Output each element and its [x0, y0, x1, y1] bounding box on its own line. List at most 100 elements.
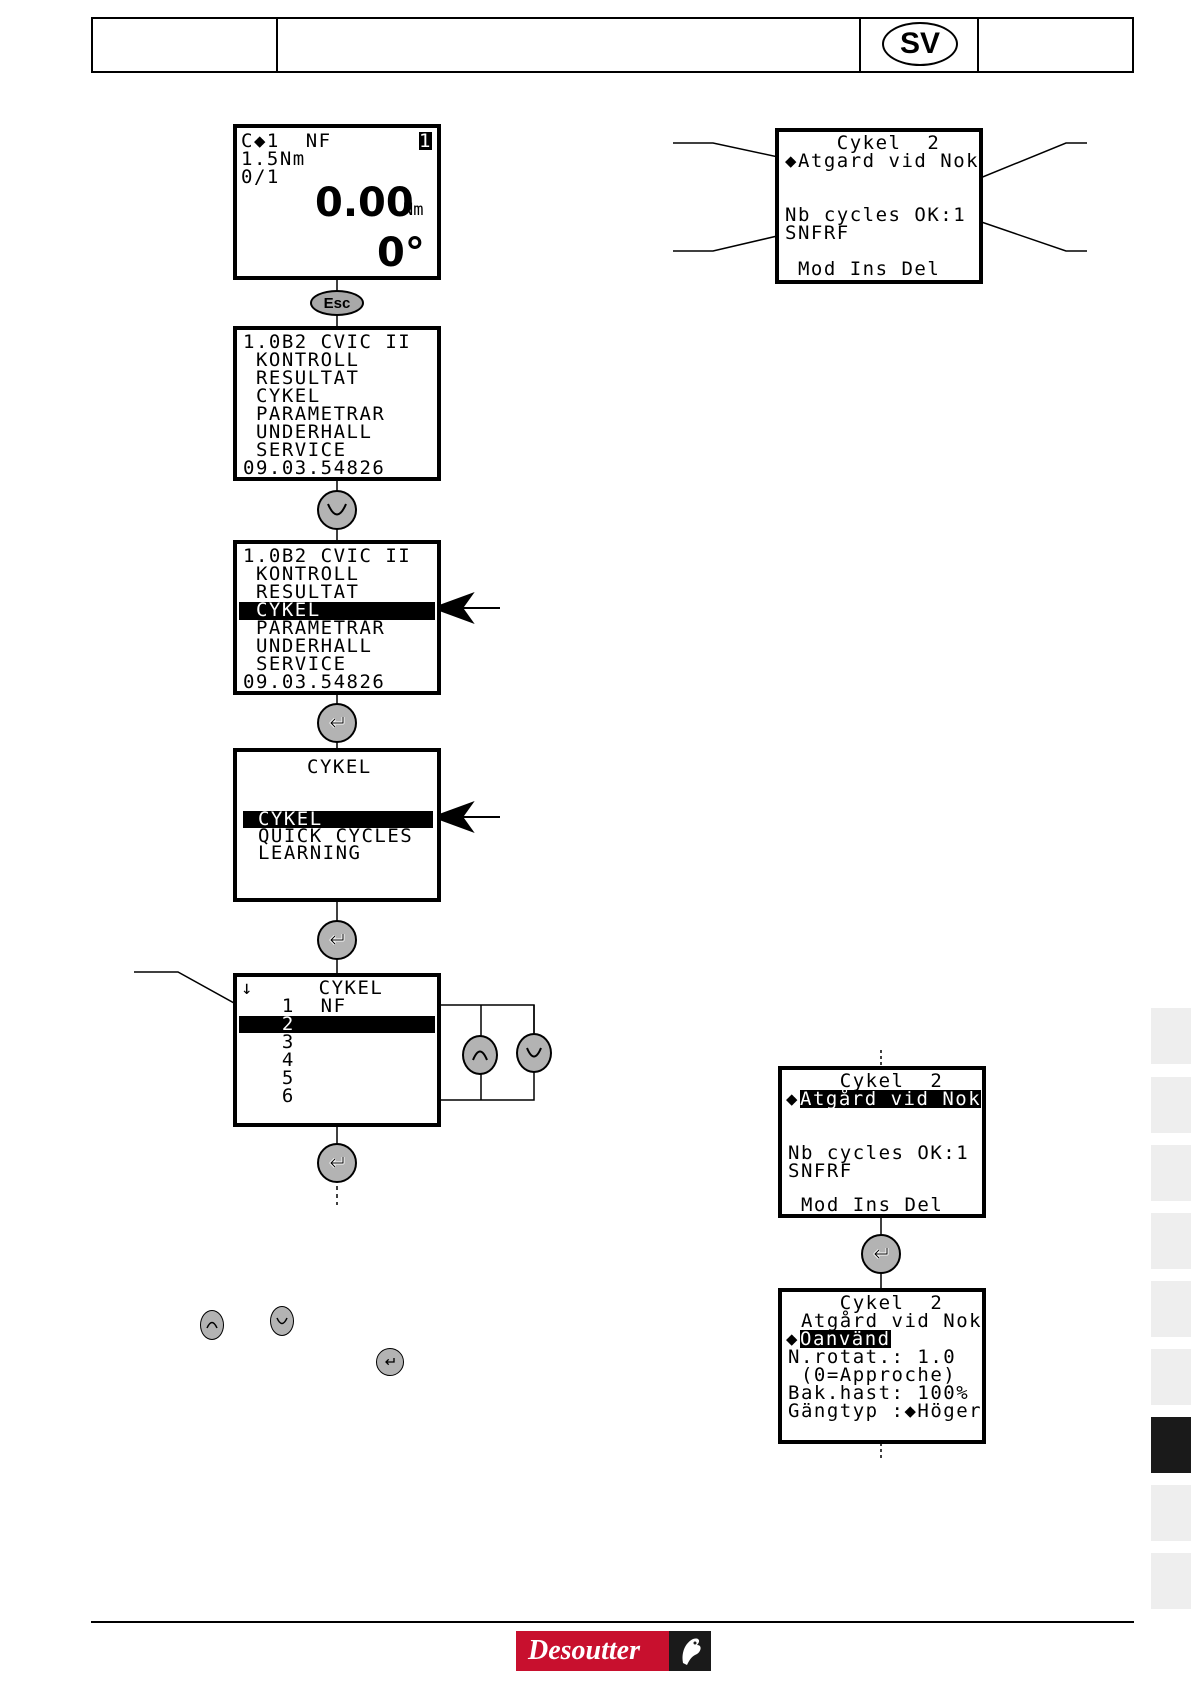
enter-arrow-icon [873, 1248, 889, 1260]
lcd-cycle-detail-selected: Cykel 2 ◆ Atgård vid Nok Nb cycles OK:1 … [778, 1066, 986, 1218]
lcd-line: (0=Approche) [788, 1364, 957, 1386]
lcd-run-screen: C◆1 NF 1 1.5Nm 0/1 0.00 Nm 0° [233, 124, 441, 280]
lcd-line: PARAMETRAR [243, 617, 386, 639]
language-badge: SV [882, 22, 958, 66]
lcd-line: Nb cycles OK:1 [788, 1142, 970, 1164]
side-tab-active[interactable] [1151, 1417, 1191, 1473]
lcd-corner: 1 [419, 130, 432, 152]
header-divider [276, 19, 278, 71]
side-tab[interactable] [1151, 1553, 1191, 1609]
side-tab[interactable] [1151, 1485, 1191, 1541]
lcd-footer: Mod Ins Del [788, 1194, 944, 1216]
lcd-line: 1.0B2 CVIC II [243, 331, 412, 353]
lcd-line: RESULTAT [243, 581, 360, 603]
lcd-cycle-parameters: Cykel 2 Atgård vid Nok ◆ Oanvänd N.rotat… [778, 1288, 986, 1444]
lcd-line: SNFRF [785, 222, 850, 244]
header-divider [977, 19, 979, 71]
down-button[interactable] [317, 490, 357, 530]
lcd-main-menu-selected: 1.0B2 CVIC II KONTROLL RESULTAT CYKEL PA… [233, 540, 441, 695]
lcd-line: 09.03.54826 H2 [243, 671, 441, 693]
up-button[interactable] [462, 1035, 498, 1075]
esc-label: Esc [323, 294, 351, 312]
lcd-line: Atgård vid Nok [788, 1310, 983, 1332]
lcd-line-selected[interactable]: Oanvänd [800, 1328, 891, 1350]
lcd-line: QUICK CYCLES [245, 825, 414, 847]
lcd-line: C◆1 NF [241, 130, 332, 152]
lcd-line: Gängtyp :◆Höger [788, 1400, 983, 1422]
lcd-line: N.rotat.: 1.0 [788, 1346, 957, 1368]
enter-button[interactable] [317, 920, 357, 960]
lcd-line: 5 [243, 1067, 295, 1089]
chevron-up-icon [206, 1321, 218, 1329]
lcd-line: 0/1 [241, 166, 280, 188]
chevron-down-icon [526, 1047, 542, 1058]
brand-logo: Desoutter [516, 1631, 711, 1671]
lcd-line-selected[interactable]: CYKEL [243, 599, 321, 621]
enter-button[interactable] [317, 1143, 357, 1183]
lcd-line: UNDERHALL [243, 635, 373, 657]
lcd-line: CYKEL [243, 385, 321, 407]
enter-button-legend [376, 1348, 404, 1376]
side-tab[interactable] [1151, 1008, 1191, 1064]
lcd-main-menu: 1.0B2 CVIC II KONTROLL RESULTAT CYKEL PA… [233, 326, 441, 481]
angle-value: 0° [377, 230, 425, 276]
enter-arrow-icon [329, 1157, 345, 1169]
language-code: SV [899, 27, 941, 60]
side-tab[interactable] [1151, 1349, 1191, 1405]
chevron-down-icon [276, 1317, 288, 1325]
lcd-title: CYKEL [307, 756, 372, 778]
lcd-line: KONTROLL [243, 563, 360, 585]
lcd-line: ◆Atgard vid Nok [785, 150, 980, 172]
selector-marker: ◆ [786, 1088, 799, 1110]
esc-button[interactable]: Esc [310, 290, 364, 316]
selector-marker: ◆ [786, 1328, 799, 1350]
lcd-line: Bak.hast: 100% [788, 1382, 970, 1404]
bird-icon [669, 1631, 711, 1671]
lcd-cycle-detail: Cykel 2 ◆Atgard vid Nok Nb cycles OK:1 S… [775, 128, 983, 284]
enter-button[interactable] [861, 1234, 901, 1274]
side-tab[interactable] [1151, 1213, 1191, 1269]
enter-button[interactable] [317, 703, 357, 743]
lcd-line: 1 NF [243, 995, 347, 1017]
selection-bar [243, 811, 433, 828]
selection-bar [239, 602, 435, 620]
lcd-title: Cykel 2 [788, 1292, 944, 1314]
lcd-line: KONTROLL [243, 349, 360, 371]
lcd-title: Cykel 2 [785, 132, 941, 154]
footer-rule [91, 1621, 1134, 1623]
lcd-line-selected[interactable]: CYKEL [245, 808, 323, 830]
lcd-line: LEARNING [245, 842, 362, 864]
up-button-legend [200, 1310, 224, 1340]
down-button[interactable] [516, 1033, 552, 1073]
side-tab[interactable] [1151, 1077, 1191, 1133]
lcd-title: Cykel 2 [788, 1070, 944, 1092]
lcd-footer: Mod Ins Del [785, 258, 941, 280]
enter-arrow-icon [329, 934, 345, 946]
lcd-line: PARAMETRAR [243, 403, 386, 425]
selection-bar [239, 1016, 435, 1033]
lcd-line: 6 [243, 1085, 295, 1107]
chevron-down-icon [327, 503, 347, 516]
lcd-line: SERVICE [243, 653, 347, 675]
lcd-line: 09.03.54826 H2 [243, 457, 441, 479]
chevron-up-icon [472, 1050, 488, 1061]
lcd-cycle-list: ↓ CYKEL 1 NF 2 3 4 5 6 [233, 973, 441, 1127]
lcd-line: Nb cycles OK:1 [785, 204, 967, 226]
enter-arrow-icon [329, 717, 345, 729]
logo-text: Desoutter [528, 1635, 640, 1666]
side-tab[interactable] [1151, 1145, 1191, 1201]
lcd-line-selected[interactable]: 2 [243, 1013, 295, 1035]
side-tab[interactable] [1151, 1281, 1191, 1337]
page-header [91, 17, 1134, 73]
torque-unit: Nm [403, 200, 424, 220]
lcd-line: SNFRF [788, 1160, 853, 1182]
down-button-legend [270, 1306, 294, 1336]
lcd-line: UNDERHALL [243, 421, 373, 443]
lcd-title: ↓ CYKEL [241, 977, 384, 999]
lcd-line: SERVICE [243, 439, 347, 461]
lcd-line-selected[interactable]: Atgård vid Nok [800, 1088, 982, 1110]
lcd-line: RESULTAT [243, 367, 360, 389]
enter-arrow-icon [385, 1358, 395, 1366]
torque-value: 0.00 [315, 180, 414, 226]
